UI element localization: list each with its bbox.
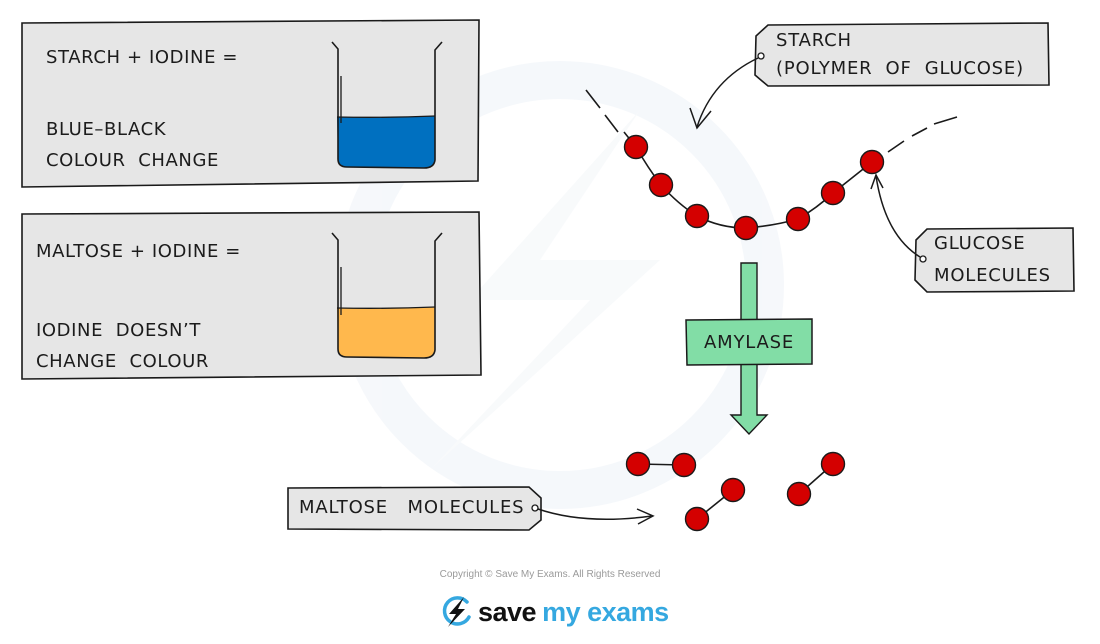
brand-word-my-exams: my exams: [542, 596, 669, 627]
chain-dashed-end-right: [887, 116, 958, 153]
maltose-glucose-bead: [671, 452, 697, 478]
starch-iodine-equation: STARCH + IODINE =: [46, 47, 239, 68]
glucose-bead: [733, 215, 759, 241]
glucose-bead: [785, 206, 811, 232]
arrowhead: [689, 107, 712, 130]
amylase-label: AMYLASE: [704, 332, 794, 353]
glucose-label-line-1: GLUCOSE: [934, 233, 1026, 254]
starch-label-line-1: STARCH: [776, 30, 852, 51]
glucose-label-tag: [870, 173, 1075, 293]
maltose-glucose-bead: [820, 451, 846, 477]
beaker-2-liquid: [337, 307, 435, 358]
maltose-iodine-panel: [21, 211, 482, 380]
starch-label-line-2: (POLYMER OF GLUCOSE): [776, 58, 1024, 79]
maltose-label-tag: [287, 486, 655, 531]
chain-dashed-end-left: [585, 89, 619, 133]
maltose-iodine-equation: MALTOSE + IODINE =: [36, 241, 241, 262]
beaker-orange-icon: [331, 232, 443, 359]
amylase-arrow: [685, 262, 813, 436]
beaker-blue-black-icon: [331, 41, 443, 169]
starch-pointer-arrow: [696, 57, 759, 128]
beaker-1-liquid: [337, 116, 435, 168]
maltose-glucose-bead: [786, 481, 812, 507]
glucose-label-line-2: MOLECULES: [934, 265, 1051, 286]
maltose-result-line-2: CHANGE COLOUR: [36, 351, 210, 372]
copyright-notice: Copyright © Save My Exams. All Rights Re…: [439, 569, 661, 580]
maltose-glucose-bead: [720, 477, 746, 503]
starch-iodine-panel: [21, 19, 480, 188]
maltose-molecules: [625, 451, 846, 532]
maltose-glucose-bead: [684, 506, 710, 532]
starch-result-line-2: COLOUR CHANGE: [46, 150, 220, 171]
maltose-glucose-bead: [625, 451, 651, 477]
glucose-bead: [648, 172, 674, 198]
maltose-label: MALTOSE MOLECULES: [299, 497, 525, 518]
glucose-bead: [859, 149, 885, 175]
starch-label-tag: [689, 22, 1050, 130]
amylase-label-box: [685, 318, 813, 366]
glucose-bead: [684, 203, 710, 229]
glucose-pointer-arrow: [875, 175, 921, 258]
starch-chain: [585, 89, 958, 241]
maltose-result-line-1: IODINE DOESN’T: [36, 320, 201, 341]
brand-word-save: save: [478, 596, 537, 627]
glucose-bead: [820, 180, 846, 206]
arrowhead: [870, 173, 884, 190]
starch-result-line-1: BLUE–BLACK: [46, 119, 167, 140]
maltose-pointer-arrow: [537, 508, 653, 520]
save-my-exams-logo: save my exams: [440, 594, 669, 630]
lightning-bolt-circle-icon: [442, 596, 471, 627]
glucose-bead: [623, 134, 649, 160]
arrowhead: [636, 508, 655, 525]
